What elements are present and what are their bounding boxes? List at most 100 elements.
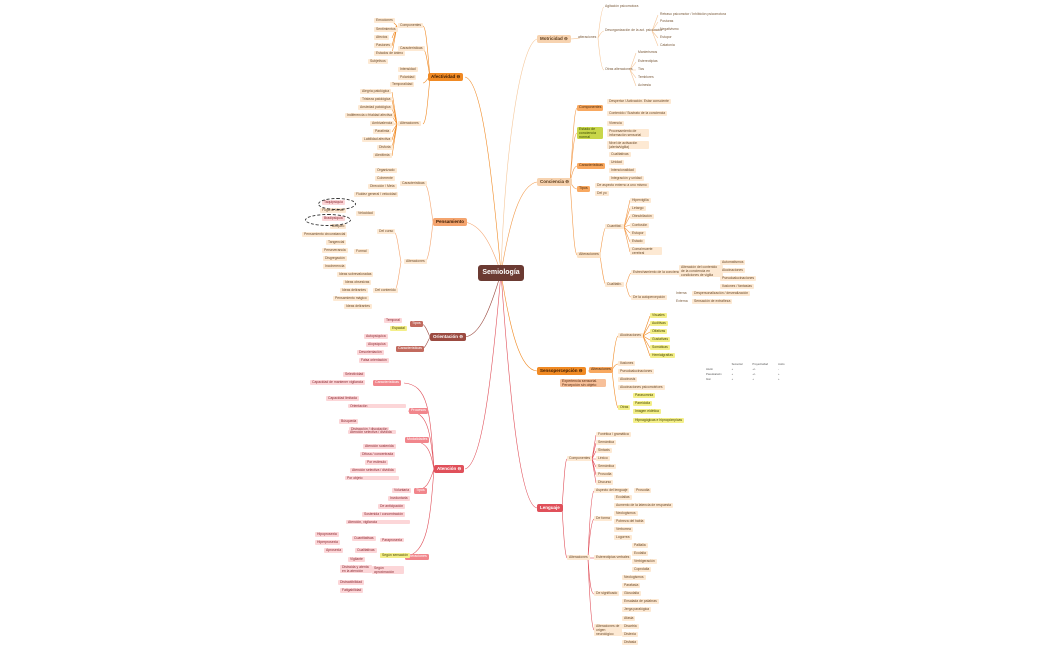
- list-item[interactable]: Retraso psicomotor / Inhibición psicomot…: [660, 12, 726, 16]
- list-item[interactable]: Manierismos: [638, 50, 658, 54]
- conciencia-alteraciones[interactable]: Alteraciones: [577, 252, 601, 258]
- afectividad-caracteristicas[interactable]: Características: [398, 46, 425, 51]
- list-item[interactable]: Aprosexia: [324, 548, 344, 553]
- list-item[interactable]: Atención selectiva / dividida: [350, 468, 396, 473]
- list-item[interactable]: Posturas: [660, 19, 674, 23]
- collapse-icon[interactable]: ⊖: [456, 74, 461, 79]
- list-item[interactable]: Olfativas: [650, 329, 668, 334]
- list-item[interactable]: Sensación de extrañeza: [692, 299, 733, 304]
- conciencia-estrech-sub[interactable]: Alteración del contenido de la concienci…: [679, 265, 723, 277]
- list-item[interactable]: Pseudoalucinaciones: [618, 369, 655, 374]
- list-item[interactable]: Fatigabilidad: [340, 588, 364, 593]
- list-item[interactable]: Hemialgrafías: [650, 353, 675, 358]
- conciencia-estado[interactable]: Estado de conciencia normal: [577, 127, 603, 139]
- branch-afectividad[interactable]: Afectividad ⊖: [428, 73, 464, 81]
- list-item[interactable]: Fonética / gramática: [596, 432, 631, 437]
- atencion-procesos[interactable]: Procesos: [409, 408, 428, 414]
- collapse-icon[interactable]: ⊖: [578, 368, 583, 373]
- list-item[interactable]: Despersonalización / desrealización: [692, 291, 751, 296]
- root-node[interactable]: Semiología: [478, 265, 524, 281]
- atencion-modalidades[interactable]: Modalidades: [405, 437, 430, 443]
- list-item[interactable]: Por estímulo: [365, 460, 389, 465]
- list-item[interactable]: Prosodia: [596, 472, 614, 477]
- list-item[interactable]: Acinesia: [638, 83, 651, 87]
- list-item[interactable]: Labilidad afectiva: [362, 137, 393, 142]
- list-item[interactable]: Confusión: [630, 223, 650, 228]
- list-item[interactable]: Pareidolia: [633, 401, 653, 406]
- list-item[interactable]: Prosodia: [634, 488, 652, 493]
- list-item[interactable]: Perseverancia: [322, 248, 348, 253]
- atencion-caracteristicas[interactable]: Características: [373, 380, 401, 386]
- conciencia-componentes[interactable]: Componentes: [577, 105, 604, 111]
- senso-ilusiones[interactable]: Ilusiones: [618, 361, 636, 366]
- list-item[interactable]: Falsa orientación: [359, 358, 389, 363]
- pensamiento-curso[interactable]: Del curso: [377, 229, 396, 234]
- list-item[interactable]: Ideas delirantes: [340, 288, 368, 293]
- list-item[interactable]: Alegría patológica: [360, 89, 392, 94]
- list-item[interactable]: Fluidez general / velocidad: [354, 192, 399, 197]
- list-item[interactable]: Subjetivos: [368, 59, 388, 64]
- list-item[interactable]: Hipervigilia: [630, 198, 651, 203]
- list-item[interactable]: Sentimientos: [374, 27, 398, 32]
- list-item[interactable]: Hiperprosexia: [315, 540, 340, 545]
- afectividad-temporalidad[interactable]: Temporalidad: [390, 82, 415, 87]
- list-item[interactable]: Desorientación: [357, 350, 384, 355]
- list-item[interactable]: Vivencia: [607, 121, 624, 126]
- list-item[interactable]: Atención sostenida: [363, 444, 396, 449]
- list-item[interactable]: Coprolalia: [632, 567, 652, 572]
- list-item[interactable]: Neologismos: [622, 575, 646, 580]
- list-item[interactable]: Imagen eidética: [633, 409, 661, 414]
- list-item[interactable]: Del yo: [595, 191, 609, 196]
- list-item[interactable]: Bloqueo: [330, 224, 347, 229]
- list-item[interactable]: Fuga de ideas: [320, 208, 346, 213]
- list-item[interactable]: Alopsíquica: [366, 342, 388, 347]
- list-item[interactable]: Paratimia: [373, 129, 392, 134]
- list-item[interactable]: Tangencial: [326, 240, 347, 245]
- list-item[interactable]: Léxico: [596, 456, 610, 461]
- list-item[interactable]: Disforia: [377, 145, 393, 150]
- list-item[interactable]: Involuntaria: [388, 496, 410, 501]
- list-item[interactable]: Distraída y atenta en la atención: [340, 565, 372, 573]
- motricidad-otras[interactable]: Otras alteraciones: [605, 67, 633, 71]
- list-item[interactable]: Ambivalencia: [370, 121, 395, 126]
- list-item[interactable]: Intencionalidad: [609, 168, 636, 173]
- list-item[interactable]: Disartria: [622, 624, 639, 629]
- collapse-icon[interactable]: ⊖: [564, 36, 568, 41]
- conciencia-caracteristicas[interactable]: Características: [577, 163, 605, 169]
- list-item[interactable]: Ideas obsesivas: [343, 280, 372, 285]
- list-item[interactable]: Coherente: [375, 176, 395, 181]
- list-item[interactable]: Dislexia: [622, 632, 638, 637]
- atencion-aproximacion[interactable]: Según aproximación: [372, 566, 404, 574]
- collapse-icon[interactable]: ⊖: [565, 179, 570, 184]
- conciencia-cuantitativas[interactable]: Cuantitat.: [605, 224, 624, 229]
- pensamiento-alteraciones[interactable]: Alteraciones: [404, 259, 427, 264]
- list-item[interactable]: Afectos: [374, 35, 390, 40]
- list-item[interactable]: Ecolalia: [632, 551, 648, 556]
- senso-alteraciones[interactable]: Alteraciones: [589, 367, 613, 373]
- list-item[interactable]: Vigilante: [348, 557, 365, 562]
- list-item[interactable]: Negativismo: [660, 27, 679, 31]
- conciencia-autopercepcion[interactable]: De la autopercepción: [631, 295, 668, 300]
- list-item[interactable]: Polaridad: [398, 75, 417, 80]
- list-item[interactable]: Pensamiento mágico: [333, 296, 369, 301]
- branch-motricidad[interactable]: Motricidad ⊖: [537, 35, 571, 43]
- list-item[interactable]: Coma/muerte cerebral: [630, 247, 662, 255]
- list-item[interactable]: Contenido / Sustrato de la conciencia: [607, 111, 668, 116]
- list-item[interactable]: Intensidad: [398, 67, 418, 72]
- list-item[interactable]: Despertar / Activación. Estar consciente: [607, 99, 671, 104]
- list-item[interactable]: Automatismos: [720, 260, 746, 265]
- list-item[interactable]: Estereotipias: [638, 59, 658, 63]
- afectividad-alteraciones[interactable]: Alteraciones: [398, 121, 421, 126]
- conciencia-cualitativas[interactable]: Cualitativ.: [605, 282, 624, 287]
- list-item[interactable]: Ideas sobrevaloradas: [337, 272, 374, 277]
- list-item[interactable]: Alucinaciones psicomotrices: [618, 385, 665, 390]
- collapse-icon[interactable]: ⊖: [459, 334, 464, 339]
- list-item[interactable]: Orientación: [348, 404, 406, 408]
- list-item[interactable]: Logorrea: [614, 535, 632, 540]
- list-item[interactable]: Búsqueda: [339, 419, 359, 424]
- list-item[interactable]: Pobreza del habla: [614, 519, 646, 524]
- atencion-segun-sensacion[interactable]: Según sensación: [380, 553, 411, 558]
- list-item[interactable]: Ideas delirantes: [344, 304, 372, 309]
- conciencia-tipos[interactable]: Tipos: [577, 186, 590, 192]
- list-item[interactable]: Afasia: [622, 616, 636, 621]
